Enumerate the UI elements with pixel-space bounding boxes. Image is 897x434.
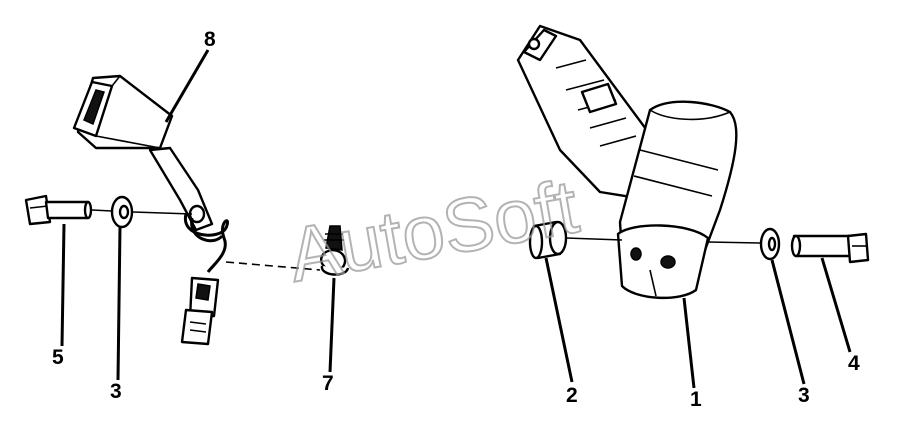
explode-axis-left: [91, 209, 193, 215]
callout-3-left: 3: [110, 380, 122, 403]
seat-belt-retractor: [516, 24, 738, 300]
seat-belt-buckle-assembly: [72, 74, 229, 346]
callout-7: 7: [322, 372, 334, 395]
wiring-clip: [320, 225, 350, 276]
explode-axis-clip: [225, 261, 321, 271]
spacer: [528, 220, 568, 260]
callout-4: 4: [848, 352, 860, 375]
watermark-text: AutoSoft: [282, 164, 584, 298]
callout-3-right: 3: [798, 384, 810, 407]
washer-right: [759, 227, 781, 261]
bolt-right: [790, 232, 870, 264]
washer-left: [110, 195, 134, 229]
callout-5: 5: [52, 346, 64, 369]
callout-8: 8: [204, 28, 216, 51]
callout-2: 2: [566, 384, 578, 407]
bolt-left: [24, 194, 93, 226]
explode-axis-right-a: [565, 237, 623, 241]
leader-lines: [60, 49, 852, 389]
callout-1: 1: [690, 388, 702, 411]
explode-axis-right-b: [707, 241, 761, 244]
